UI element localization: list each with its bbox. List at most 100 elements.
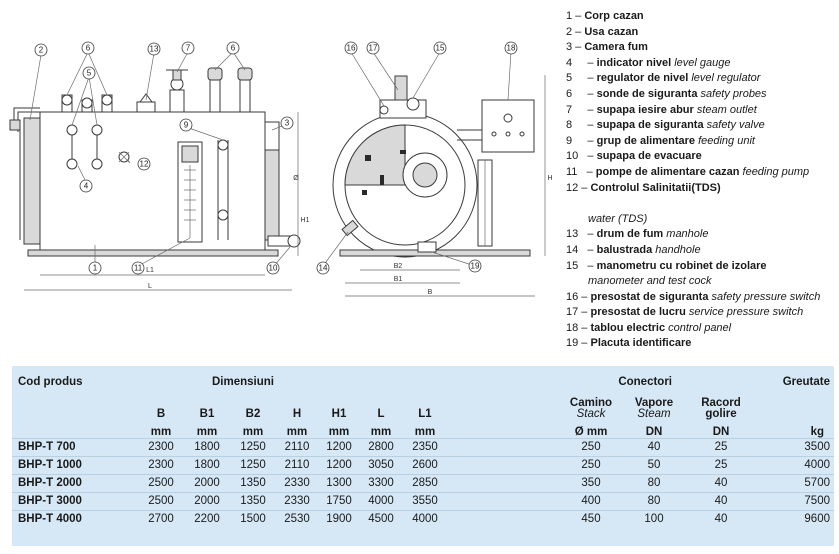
- dimension-value: 1250: [230, 437, 276, 456]
- callout-19: 19: [468, 259, 482, 273]
- header-weight: Greutate: [782, 376, 830, 388]
- legend-number: 9 –: [566, 134, 594, 147]
- callout-9: 9: [179, 118, 193, 132]
- svg-text:17: 17: [369, 44, 378, 53]
- column-unit-b2: mm: [242, 425, 264, 438]
- boiler-technical-drawing: L1 L H1 Ø B2 B1 B H: [9, 41, 553, 297]
- svg-text:6: 6: [86, 44, 91, 53]
- dimension-value: 1500: [230, 509, 276, 528]
- legend-number: 4 –: [566, 56, 594, 69]
- connector-subtitle: Stack: [576, 408, 606, 420]
- dimension-value: 1350: [230, 491, 276, 510]
- legend-item: 13 – drum de fum manhole: [566, 227, 836, 243]
- callout-15: 15: [433, 41, 447, 55]
- column-unit-h1: mm: [328, 425, 350, 438]
- dimension-value: 2500: [138, 473, 184, 492]
- callout-10: 10: [266, 261, 280, 275]
- connector-value: 80: [622, 473, 686, 492]
- legend-label: supapa de siguranta: [596, 119, 704, 132]
- legend-label: supapa de evacuare: [596, 150, 702, 163]
- legend-label: indicator nivel: [596, 56, 672, 69]
- dimension-value: 3300: [360, 473, 402, 492]
- legend-item: 6 – sonde de siguranta safety probes: [566, 87, 836, 103]
- callout-6-left: 6: [81, 41, 95, 55]
- legend-number: 13 –: [566, 228, 594, 241]
- dimension-value: 2600: [402, 455, 448, 474]
- connector-unit: DN: [645, 425, 663, 438]
- legend-label: balustrada: [596, 243, 653, 256]
- svg-text:15: 15: [436, 44, 445, 53]
- legend-translation: feeding pump: [742, 165, 810, 178]
- legend-label: Corp cazan: [584, 10, 644, 22]
- legend-translation: handhole: [655, 243, 701, 256]
- connector-value: 25: [686, 455, 756, 474]
- legend-number: 3 –: [566, 41, 582, 54]
- legend-label: drum de fum: [596, 228, 664, 241]
- legend-number: 19 –: [566, 337, 588, 350]
- column-unit-l: mm: [370, 425, 392, 438]
- weight-value: 7500: [756, 491, 834, 510]
- dimension-value: 1800: [184, 455, 230, 474]
- svg-text:19: 19: [471, 262, 480, 271]
- boiler-door: [23, 117, 41, 245]
- dimension-value: 2800: [360, 437, 402, 456]
- dimension-value: 1900: [318, 509, 360, 528]
- legend-item: 18 – tablou electric control panel: [566, 321, 836, 337]
- callout-7: 7: [181, 41, 195, 55]
- legend-translation: feeding unit: [698, 134, 755, 147]
- column-unit-b: mm: [150, 425, 172, 438]
- column-name-b2: B2: [245, 408, 261, 420]
- row-gap: [448, 491, 560, 510]
- legend-translation: safety valve: [706, 119, 765, 132]
- svg-text:3: 3: [285, 119, 290, 128]
- dim-b2: B2: [394, 263, 403, 270]
- connector-value: 25: [686, 437, 756, 456]
- dimension-value: 2110: [276, 455, 318, 474]
- legend-item: [566, 196, 836, 212]
- legend-item: 11 – pompe de alimentare cazan feeding p…: [566, 165, 836, 181]
- legend-item: 4 – indicator nivel level gauge: [566, 56, 836, 72]
- svg-text:9: 9: [184, 121, 189, 130]
- legend-item: 17 – presostat de lucru service pressure…: [566, 305, 836, 321]
- connector-value: 250: [560, 437, 622, 456]
- legend-number: 11 –: [566, 165, 593, 178]
- svg-text:2: 2: [39, 46, 44, 55]
- dimension-value: 1200: [318, 455, 360, 474]
- legend-number: 17 –: [566, 306, 588, 319]
- specifications-table: Cod produs Dimensiuni Conectori Greutate…: [12, 366, 834, 546]
- svg-text:18: 18: [507, 44, 516, 53]
- dimension-value: 3550: [402, 491, 448, 510]
- dimension-value: 2110: [276, 437, 318, 456]
- callout-18: 18: [504, 41, 518, 55]
- dimension-value: 4000: [402, 509, 448, 528]
- legend-label: Usa cazan: [584, 25, 639, 38]
- connector-value: 350: [560, 473, 622, 492]
- connector-value: 450: [560, 509, 622, 528]
- connector-value: 50: [622, 455, 686, 474]
- dimension-value: 2300: [138, 455, 184, 474]
- dim-h: H: [547, 175, 552, 182]
- header-spacer: [756, 398, 834, 420]
- connector-value: 250: [560, 455, 622, 474]
- column-unit-b1: mm: [196, 425, 218, 438]
- svg-text:6: 6: [231, 44, 236, 53]
- column-name-l: L: [377, 408, 385, 420]
- control-panel-icon: [481, 99, 535, 153]
- dimension-value: 2200: [184, 509, 230, 528]
- legend-item: 1 – Corp cazan: [566, 9, 836, 25]
- column-name-b: B: [156, 408, 166, 420]
- column-name-b1: B1: [199, 408, 215, 420]
- legend-translation: service pressure switch: [688, 306, 804, 319]
- connector-value: 80: [622, 491, 686, 510]
- legend-label: tablou electric: [590, 321, 666, 334]
- row-gap: [448, 473, 560, 492]
- weight-value: 3500: [756, 437, 834, 456]
- column-name-l1: L1: [418, 408, 432, 420]
- row-gap: [448, 455, 560, 474]
- dimension-value: 2350: [402, 437, 448, 456]
- weight-value: 4000: [756, 455, 834, 474]
- dimension-value: 2330: [276, 491, 318, 510]
